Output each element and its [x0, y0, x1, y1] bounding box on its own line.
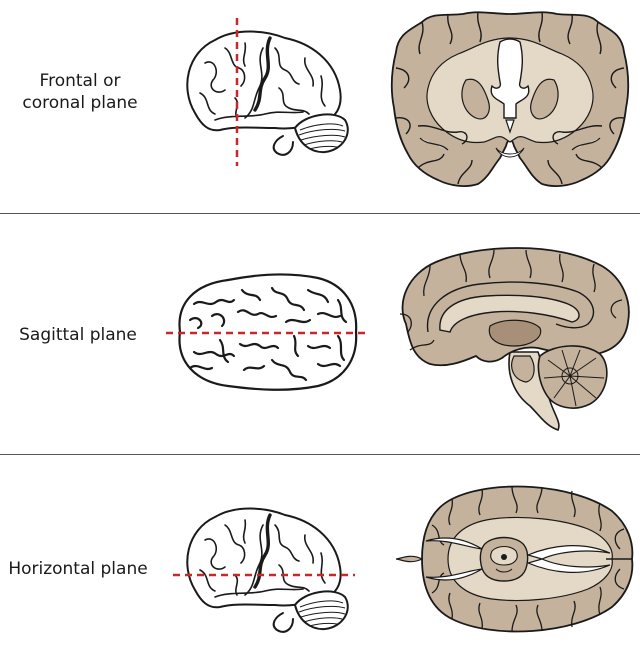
brain-top-icon [166, 273, 368, 391]
coronal-plane-row: Frontal or coronal plane [0, 0, 640, 213]
sagittal-label-line-1: Sagittal plane [19, 325, 137, 345]
horizontal-plane-label: Horizontal plane [0, 558, 158, 580]
cerebellum-icon [293, 590, 349, 631]
divider-1 [0, 213, 640, 214]
coronal-plane-label: Frontal or coronal plane [0, 70, 160, 114]
brain-lateral-icon [173, 507, 355, 633]
brain-lateral-icon [186, 18, 349, 166]
horizontal-plane-row: Horizontal plane [0, 455, 640, 652]
horizontal-label-line-1: Horizontal plane [8, 559, 148, 579]
coronal-label-line-1: Frontal or [39, 71, 121, 91]
coronal-section-icon [390, 11, 630, 187]
cerebellum-icon [293, 113, 349, 154]
midbrain-icon [479, 536, 529, 582]
coronal-label-line-2: coronal plane [22, 93, 138, 113]
divider-2 [0, 454, 640, 455]
sagittal-plane-row: Sagittal plane [0, 214, 640, 454]
sagittal-section-icon [399, 247, 630, 431]
sagittal-plane-label: Sagittal plane [0, 324, 158, 346]
horizontal-section-icon [395, 485, 634, 633]
